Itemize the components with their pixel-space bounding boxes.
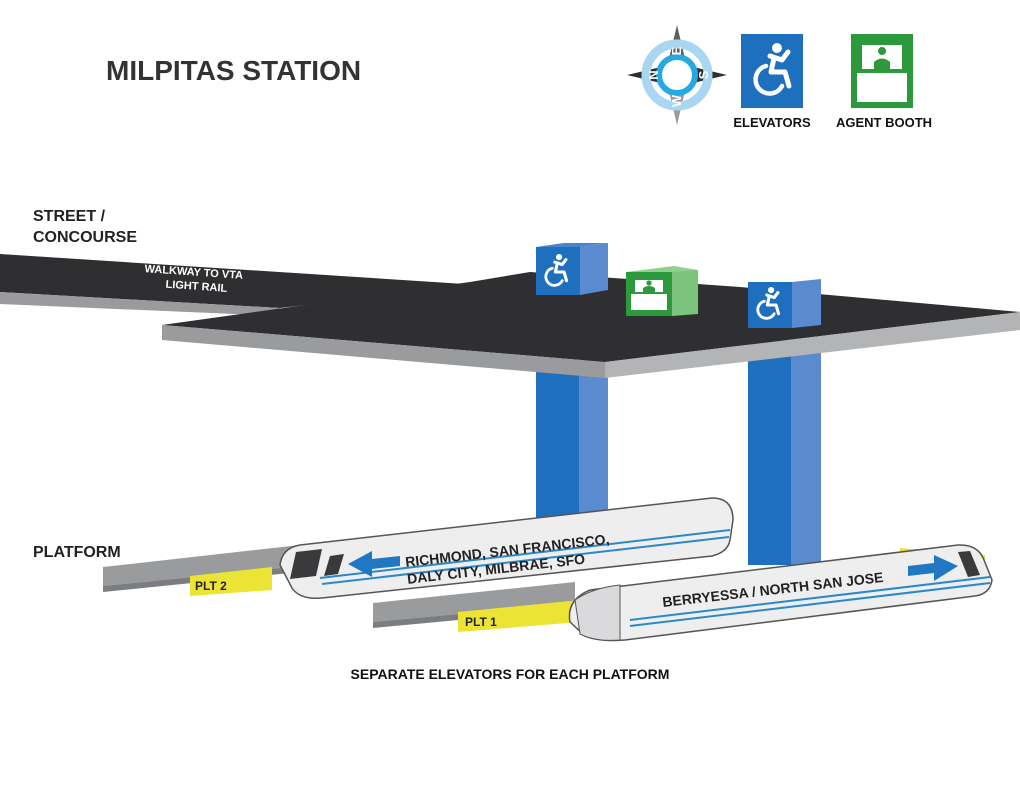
accessible-icon [544, 254, 569, 287]
train-northbound [279, 497, 734, 600]
legend-elevators-label: ELEVATORS [733, 115, 811, 130]
level-label-street: STREET / CONCOURSE [33, 208, 137, 246]
train-southbound [568, 544, 993, 642]
compass-south-label: S [696, 70, 711, 79]
footnote: SEPARATE ELEVATORS FOR EACH PLATFORM [351, 666, 670, 682]
arrow-right-icon [908, 555, 958, 581]
platform-2-label: PLT 2 [195, 579, 227, 593]
accessible-icon [753, 43, 792, 96]
compass-north-label: N [646, 70, 661, 79]
legend-elevators: ELEVATORS [733, 34, 811, 130]
legend-agent-booth-label: AGENT BOOTH [836, 115, 932, 130]
elevator-shaft-left [536, 360, 608, 538]
elevator-cabin-right [748, 279, 821, 328]
arrow-left-icon [348, 551, 400, 577]
level-label-street-line2: CONCOURSE [33, 229, 137, 246]
compass-east-label: E [669, 46, 684, 55]
platform-2-slab [103, 545, 300, 596]
elevator-shaft-right [748, 340, 821, 565]
walkway-label-line2: LIGHT RAIL [165, 279, 228, 295]
page-title: MILPITAS STATION [106, 55, 361, 86]
elevator-cabin-left [536, 243, 608, 295]
platform-1-label: PLT 1 [465, 615, 497, 629]
level-label-street-line1: STREET / [33, 208, 106, 225]
compass-icon: N E S W [627, 25, 727, 125]
legend-agent-booth: AGENT BOOTH [836, 34, 932, 130]
compass-west-label: W [669, 94, 684, 107]
accessible-icon [756, 287, 781, 320]
agent-booth-icon [857, 40, 907, 73]
agent-booth [626, 266, 698, 316]
level-label-platform: PLATFORM [33, 544, 121, 561]
